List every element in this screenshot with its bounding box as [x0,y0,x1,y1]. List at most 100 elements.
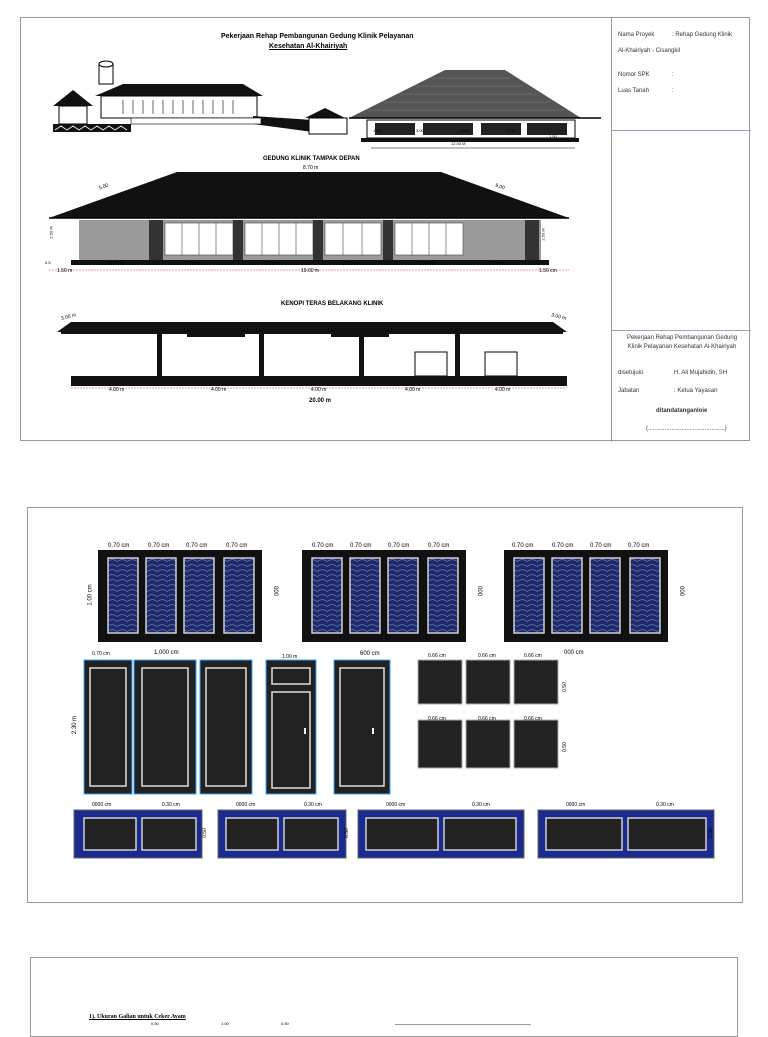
canopy-seg-4: 4.00 m [495,387,511,393]
panel2-right: 0.30 cm [304,802,322,808]
front-elevation-title: GEDUNG KLINIK TAMPAK DEPAN [263,156,360,162]
panel4-right: 0.30 cm [656,802,674,808]
spk-value: : [672,72,674,78]
panel1-height: 0.50 [201,828,208,838]
panel2-left: 0000 cm [236,802,256,808]
window3-width-0: 0.70 cm [512,543,534,549]
approved-label: disetujuio [618,370,644,376]
title-block-divider-1 [612,130,751,131]
window-group-2 [302,550,466,642]
vent-width-1: 0.66 cm [478,653,496,659]
front-seg-5: 2.90 m [419,261,435,267]
footer-title: Pekerjaan Rehap Pembangunan Gedung Klini… [626,335,738,350]
canopy-total: 20.00 m [309,398,332,404]
drawing-sheet-windows-doors: 0.70 cm 0.70 cm 0.70 cm 0.70 cm 0.70 cm … [27,507,743,903]
canopy-seg-2: 4.00 m [311,387,327,393]
window2-width-1: 0.70 cm [350,543,372,549]
window2-side: 000 [476,585,483,597]
project-label: Nama Proyek [618,32,655,38]
land-label: Luas Tanah [618,88,649,94]
signature-line: (.......................................… [646,426,727,432]
window2-width-2: 0.70 cm [388,543,410,549]
front-height-left: 2.50 M [48,226,54,239]
window2-width-0: 0.70 cm [312,543,334,549]
side-elevation-drawing [305,70,601,149]
approved-value: H. Ali Mujahidin, SH [674,370,728,376]
door-top-left: 0.70 cm [92,651,110,657]
side-dim-2: 3.00 [461,128,469,133]
front-seg-2: 2.90 m [185,261,201,267]
window3-width-3: 0.70 cm [628,543,650,549]
front-seg-6: 3.00 m [489,261,505,267]
project-value-2: Al-Khairiyah - Cisangkil [618,48,681,54]
canopy-seg-0: 4.00 m [109,387,125,393]
panel2-height: 0.50 [343,828,350,838]
panel4-height: 0.50 [707,828,714,838]
title-block: Nama Proyek : Rehap Gedung Klinik Al-Kha… [611,18,752,442]
side-dim-4: 1.50 [549,134,557,139]
canopy-title: KENOPI TERAS BELAKANG KLINIK [281,301,384,307]
front-seg-3: 2.20 m [265,261,281,267]
vent-width-0: 0.66 cm [428,653,446,659]
front-seg-7: 1.50 cm [539,268,557,274]
canopy-seg-1: 4.00 m [211,387,227,393]
foundation-heading: 1). Ukuran Galian untuk Ceker Ayam [89,1014,186,1020]
window2-width-3: 0.70 cm [428,543,450,549]
window-side: 000 [272,585,279,597]
window-group-1 [98,550,262,642]
window3-width-2: 0.70 cm [590,543,612,549]
drawing-sheet-elevations: Pekerjaan Rehap Pembangunan Gedung Klini… [20,17,752,442]
panel3-left: 0000 cm [386,802,406,808]
window-door-details [73,550,715,859]
vent2-width-2: 0.66 cm [524,716,542,722]
canopy-seg-3: 4.00 m [405,387,421,393]
front-seg-0: 1.50 m [57,268,73,274]
window-width-2: 0.70 cm [186,543,208,549]
building-perspective-sketch [53,60,313,132]
vent2-width-0: 0.66 cm [428,716,446,722]
title-block-divider-2 [612,330,751,331]
door-top-mid: 1.000 cm [154,650,179,656]
window-width-3: 0.70 cm [226,543,248,549]
window-group-3 [504,550,668,642]
sheet-title-line1: Pekerjaan Rehap Pembangunan Gedung Klini… [221,33,414,40]
front-base: 0.5 [45,260,51,265]
drawing-sheet-foundation: 1). Ukuran Galian untuk Ceker Ayam 0.50 … [30,957,738,1037]
window-height: 1.00 cm [87,584,94,606]
project-value: : Rehap Gedung Klinik [672,32,733,38]
window-bottom-label: 000 cm [564,650,584,656]
sheet-title-line2: Kesehatan Al-Khairiyah [269,43,348,50]
window3-width-1: 0.70 cm [552,543,574,549]
front-seg-4: 2.90 m [343,261,359,267]
front-seg-1: 4.00 m [109,261,125,267]
canopy-drawing [57,322,567,389]
front-total: 19.60 m [301,268,320,274]
side-total: 12.00 M [451,141,466,146]
side-dim-1: 3.00 [416,128,424,133]
window-width-0: 0.70 cm [108,543,130,549]
front-height-right: 2.50 M [540,228,546,241]
vent-width-2: 0.66 cm [524,653,542,659]
door-top-mid2: 600 cm [360,651,380,657]
window3-side: 000 [678,585,685,597]
position-label: Jabatan [618,388,640,394]
panel4-left: 0000 cm [566,802,586,808]
panel1-right: 0.30 cm [162,802,180,808]
position-value: : Ketua Yayasan [674,388,718,394]
door-height: 2.30 m [72,715,79,735]
front-elevation-drawing [49,172,569,271]
vent-height: 0.50 [561,682,568,692]
foundation-line [395,1024,531,1025]
side-dim-3: 3.00 [507,128,515,133]
spk-label: Nomor SPK [618,72,650,78]
panel3-right: 0.30 cm [472,802,490,808]
window-width-1: 0.70 cm [148,543,170,549]
panel1-left: 0000 cm [92,802,112,808]
land-value: : [672,88,674,94]
signed-label: ditandatanganloie [656,408,708,414]
side-dim-0: 1.50 [373,128,381,133]
vent2-height: 0.50 [561,742,568,752]
front-dim-top: 8.70 m [303,165,319,171]
door-top-right: 1.00 m [282,654,298,660]
vent2-width-1: 0.66 cm [478,716,496,722]
